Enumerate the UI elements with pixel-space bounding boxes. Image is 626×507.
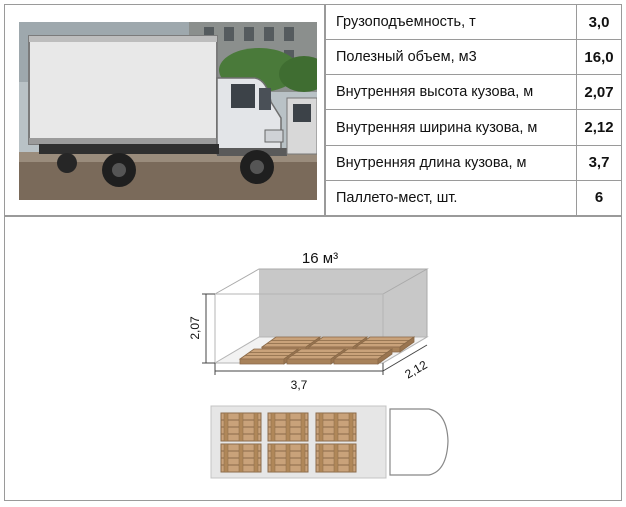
volume-label: 16 м³	[302, 250, 338, 267]
spec-value: 2,07	[576, 74, 622, 111]
spec-label: Полезный объем, м3	[325, 39, 577, 76]
height-dimension: 2,07	[188, 293, 215, 364]
spec-label: Внутренняя ширина кузова, м	[325, 109, 577, 146]
spec-value: 16,0	[576, 39, 622, 76]
specs-table: Грузоподъемность, т 3,0 Полезный объем, …	[325, 3, 622, 217]
card-frame	[4, 4, 622, 501]
truck-photo	[19, 22, 317, 200]
photo-cell	[4, 4, 325, 216]
spec-row: Внутренняя высота кузова, м 2,07	[325, 74, 622, 111]
length-label: 3,7	[291, 378, 308, 392]
cab-outline	[389, 408, 449, 476]
spec-row: Внутренняя ширина кузова, м 2,12	[325, 109, 622, 146]
truck-top-view	[210, 405, 449, 479]
spec-value: 3,7	[576, 144, 622, 181]
spec-label: Внутренняя высота кузова, м	[325, 74, 577, 111]
cargo-diagram: 16 м³ 2,07 3,7 2,12	[4, 216, 622, 501]
spec-row: Грузоподъемность, т 3,0	[325, 3, 622, 41]
spec-label: Грузоподъемность, т	[325, 3, 577, 41]
spec-value: 6	[576, 179, 622, 217]
spec-value: 2,12	[576, 109, 622, 146]
spec-value: 3,0	[576, 3, 622, 41]
length-dimension: 3,7	[214, 363, 384, 392]
spec-label: Внутренняя длина кузова, м	[325, 144, 577, 181]
spec-row: Полезный объем, м3 16,0	[325, 39, 622, 76]
spec-row: Внутренняя длина кузова, м 3,7	[325, 144, 622, 181]
spec-row: Паллето-мест, шт. 6	[325, 179, 622, 217]
spec-label: Паллето-мест, шт.	[325, 179, 577, 217]
height-label: 2,07	[188, 316, 202, 340]
width-label: 2,12	[402, 357, 430, 381]
